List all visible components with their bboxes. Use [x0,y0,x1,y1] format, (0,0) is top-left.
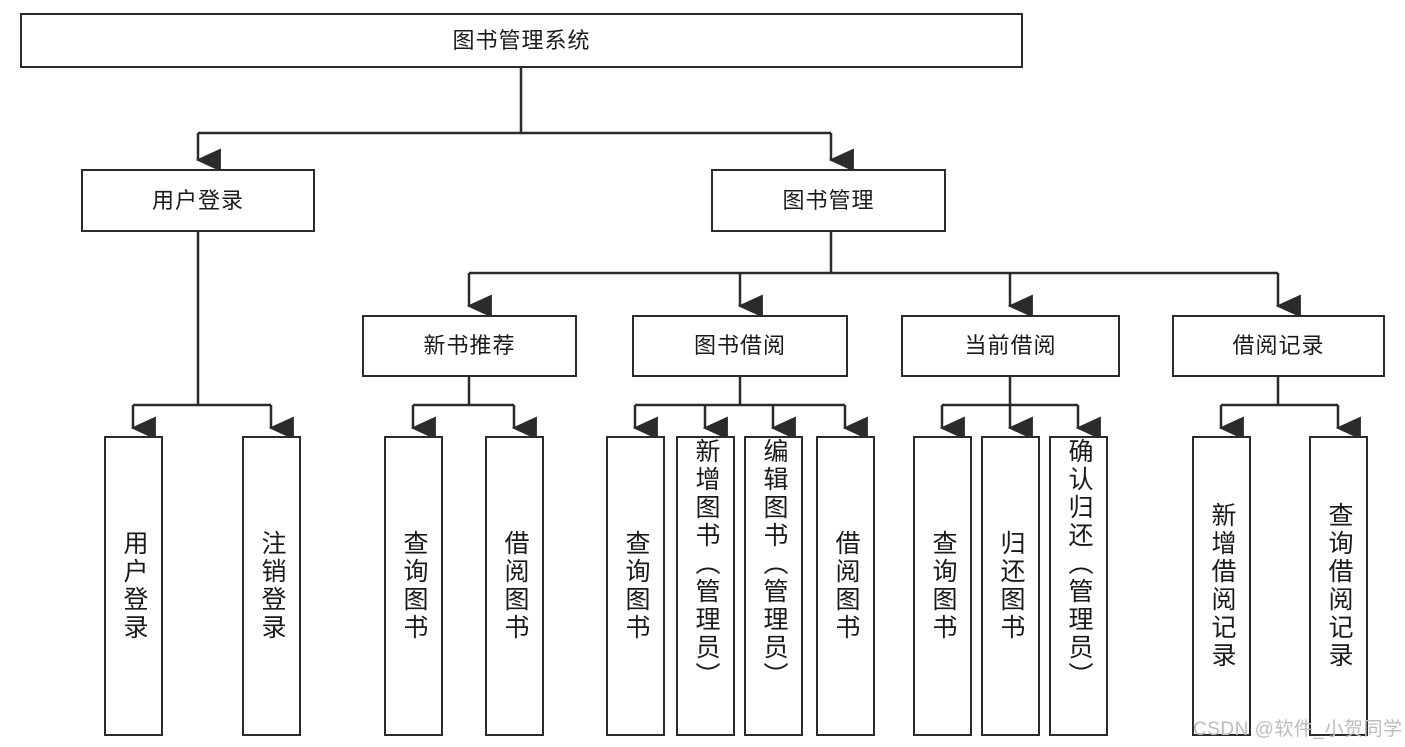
node-leaf-logout-login[interactable]: 注销登录 [242,436,301,736]
node-borrow-record-label: 借阅记录 [1232,333,1325,359]
node-borrow-record[interactable]: 借阅记录 [1172,315,1385,377]
node-leaf-query-book-2[interactable]: 查询图书 [606,436,665,736]
node-leaf-query-borrow-record-label: 查询借阅记录 [1325,502,1353,670]
node-leaf-borrow-book-1-label: 借阅图书 [501,530,529,642]
node-leaf-return-book[interactable]: 归还图书 [981,436,1040,736]
node-root-label: 图书管理系统 [452,27,591,53]
node-current-borrow-label: 当前借阅 [964,333,1057,359]
node-leaf-edit-book-admin-label: 编辑图书（管理员） [760,438,788,690]
node-book-borrow-label: 图书借阅 [693,333,786,359]
node-leaf-add-borrow-record[interactable]: 新增借阅记录 [1192,436,1251,736]
node-book-borrow[interactable]: 图书借阅 [632,315,848,377]
node-current-borrow[interactable]: 当前借阅 [901,315,1120,377]
node-leaf-borrow-book-1[interactable]: 借阅图书 [485,436,544,736]
node-leaf-borrow-book-2-label: 借阅图书 [832,530,860,642]
node-new-book-recommend-label: 新书推荐 [423,333,516,359]
node-user-login-label: 用户登录 [151,187,244,213]
node-leaf-borrow-book-2[interactable]: 借阅图书 [816,436,875,736]
node-user-login[interactable]: 用户登录 [81,169,315,232]
node-leaf-edit-book-admin[interactable]: 编辑图书（管理员） [744,436,803,736]
node-leaf-user-login-label: 用户登录 [120,530,148,642]
node-book-manage-label: 图书管理 [782,187,875,213]
node-new-book-recommend[interactable]: 新书推荐 [362,315,577,377]
csdn-watermark: CSDN @软件_小贺同学 [1193,719,1403,740]
node-leaf-user-login[interactable]: 用户登录 [104,436,163,736]
node-leaf-query-book-1[interactable]: 查询图书 [384,436,443,736]
node-leaf-add-borrow-record-label: 新增借阅记录 [1208,502,1236,670]
node-leaf-query-book-1-label: 查询图书 [400,530,428,642]
node-leaf-query-book-2-label: 查询图书 [622,530,650,642]
node-leaf-confirm-return-admin[interactable]: 确认归还（管理员） [1049,436,1108,736]
node-leaf-query-book-3-label: 查询图书 [929,530,957,642]
node-leaf-query-book-3[interactable]: 查询图书 [913,436,972,736]
node-leaf-confirm-return-admin-label: 确认归还（管理员） [1065,438,1093,690]
node-leaf-add-book-admin[interactable]: 新增图书（管理员） [676,436,735,736]
node-book-manage[interactable]: 图书管理 [711,169,946,232]
node-root[interactable]: 图书管理系统 [20,13,1023,68]
node-leaf-logout-login-label: 注销登录 [258,530,286,642]
node-leaf-return-book-label: 归还图书 [997,530,1025,642]
node-leaf-add-book-admin-label: 新增图书（管理员） [692,438,720,690]
node-leaf-query-borrow-record[interactable]: 查询借阅记录 [1309,436,1368,736]
